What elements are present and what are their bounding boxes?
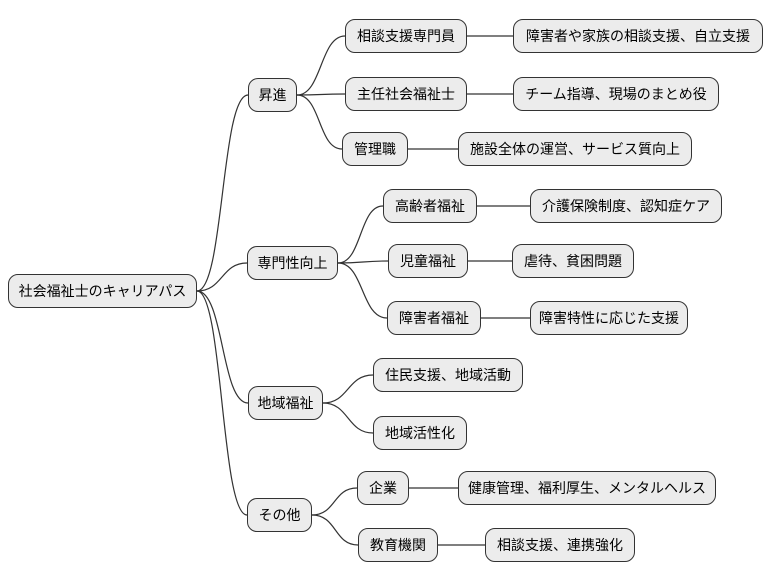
- mindmap-node-community: 地域福祉: [248, 386, 323, 420]
- edge-root-community: [196, 290, 249, 404]
- mindmap-node-disability: 障害者福祉: [387, 301, 481, 335]
- mindmap-node-education: 教育機関: [358, 528, 438, 562]
- edge-promotion-manager: [296, 94, 343, 150]
- edge-others-education: [311, 514, 359, 546]
- mindmap-node-others: その他: [247, 498, 312, 532]
- edge-others-company: [311, 487, 358, 516]
- mindmap-node-manager: 管理職: [342, 132, 408, 166]
- edge-community-resident-support: [322, 374, 374, 404]
- edge-root-promotion: [196, 94, 249, 292]
- mindmap-node-elderly-desc: 介護保険制度、認知症ケア: [530, 189, 722, 223]
- edge-root-others: [196, 290, 248, 516]
- edge-community-revitalization: [322, 402, 374, 434]
- edge-specialization-child-welfare: [337, 260, 389, 264]
- mindmap-node-root: 社会福祉士のキャリアパス: [8, 274, 197, 308]
- mindmap-node-chief: 主任社会福祉士: [345, 77, 467, 111]
- mindmap-node-chief-desc: チーム指導、現場のまとめ役: [513, 77, 719, 111]
- mindmap-node-disability-desc: 障害特性に応じた支援: [530, 301, 688, 335]
- edge-specialization-disability: [337, 262, 388, 319]
- mindmap-node-specialization: 専門性向上: [247, 246, 338, 280]
- mindmap-node-promotion: 昇進: [248, 78, 297, 112]
- mindmap-node-education-desc: 相談支援、連携強化: [485, 528, 635, 562]
- edge-root-specialization: [196, 262, 248, 292]
- edge-specialization-elderly: [337, 205, 384, 264]
- mindmap-node-revitalization: 地域活性化: [373, 416, 467, 450]
- mindmap-node-company: 企業: [357, 471, 409, 505]
- edge-promotion-chief: [296, 93, 346, 96]
- mindmap-node-company-desc: 健康管理、福利厚生、メンタルヘルス: [458, 471, 716, 505]
- mindmap-node-child-welfare-desc: 虐待、貧困問題: [512, 244, 634, 278]
- mindmap-node-elderly: 高齢者福祉: [383, 189, 477, 223]
- mindmap-node-consultant: 相談支援専門員: [345, 19, 467, 53]
- edge-promotion-consultant: [296, 35, 346, 96]
- mindmap-node-resident-support: 住民支援、地域活動: [373, 358, 523, 392]
- mindmap-node-child-welfare: 児童福祉: [388, 244, 468, 278]
- mindmap-node-consultant-desc: 障害者や家族の相談支援、自立支援: [513, 19, 763, 53]
- mindmap-node-manager-desc: 施設全体の運営、サービス質向上: [458, 132, 692, 166]
